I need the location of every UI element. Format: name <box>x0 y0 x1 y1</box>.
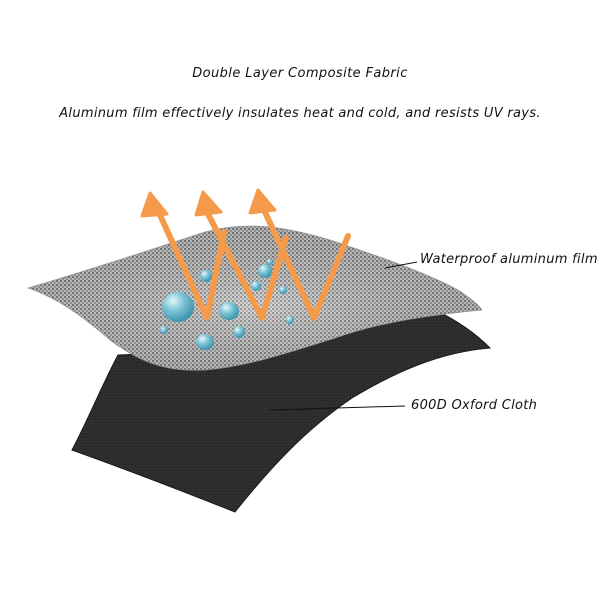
arrow-head <box>194 190 223 217</box>
arrow-path <box>261 207 351 321</box>
arrow-head <box>248 188 277 215</box>
droplet <box>258 264 272 278</box>
arrow-head <box>140 191 169 218</box>
label-oxford-cloth: 600D Oxford Cloth <box>411 398 538 413</box>
droplet <box>233 326 245 338</box>
label-aluminum-film: Waterproof aluminum film <box>420 252 598 267</box>
droplet <box>162 292 194 322</box>
droplet <box>251 281 261 291</box>
leader-line-oxford <box>269 405 406 411</box>
droplet <box>219 302 239 320</box>
droplet <box>200 270 212 282</box>
droplet <box>286 316 294 324</box>
droplet <box>279 286 287 294</box>
droplet <box>267 259 273 265</box>
water-droplets <box>160 259 294 350</box>
droplet <box>196 334 214 350</box>
heat-reflection-arrows <box>140 188 351 321</box>
diagram-title: Double Layer Composite Fabric <box>192 66 408 81</box>
diagram-subtitle: Aluminum film effectively insulates heat… <box>59 106 541 121</box>
droplet <box>160 326 168 334</box>
arrow-path <box>157 212 227 321</box>
arrow-path <box>205 211 289 321</box>
leader-line-film <box>384 261 418 269</box>
